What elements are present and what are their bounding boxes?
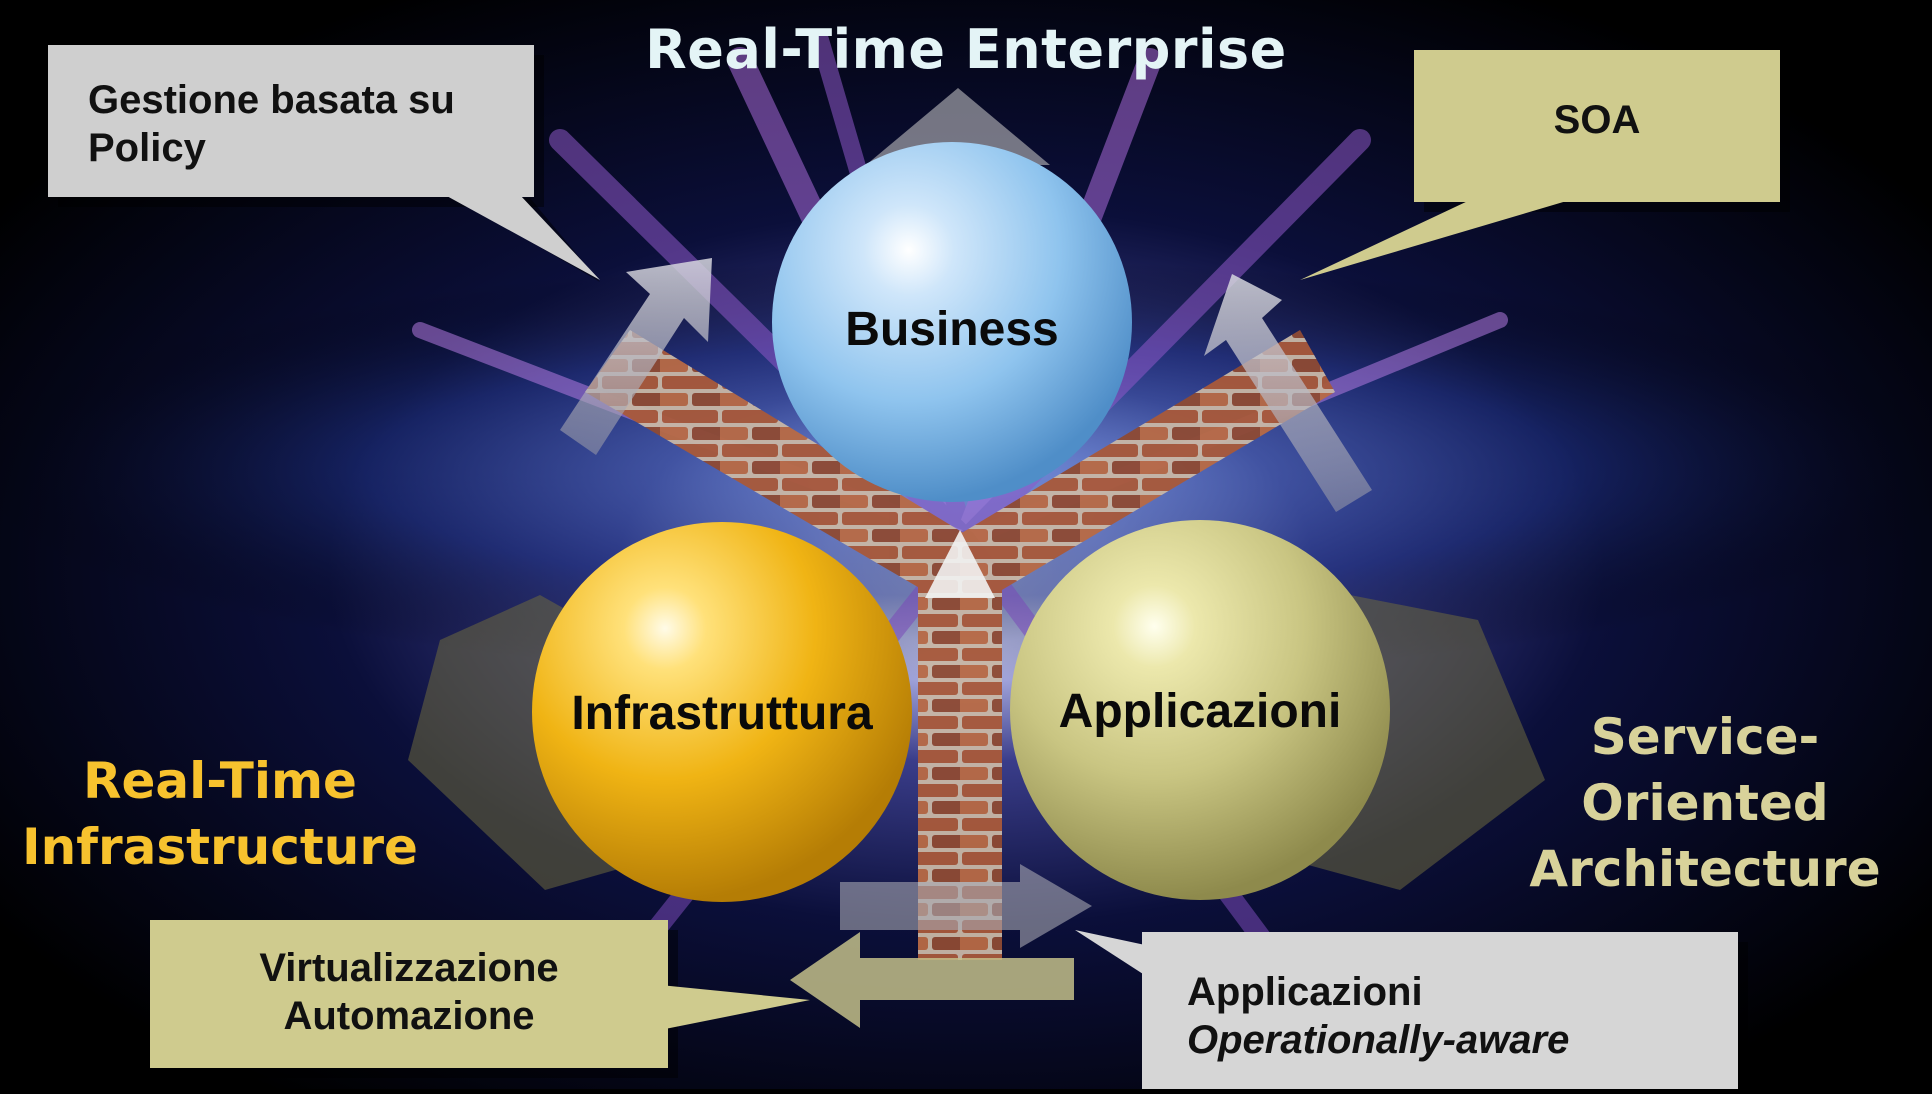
rti-label: Real-Time Infrastructure bbox=[22, 752, 418, 876]
diagram-title: Real-Time Enterprise bbox=[645, 18, 1287, 81]
infrastructure-label: Infrastruttura bbox=[571, 687, 873, 740]
callout-soa bbox=[1300, 50, 1790, 280]
brick-wall bbox=[585, 330, 1335, 960]
applications-label: Applicazioni bbox=[1058, 685, 1342, 738]
callout-policy-text: Gestione basata su Policy bbox=[88, 78, 455, 170]
arrow-right-bottom bbox=[840, 864, 1092, 948]
center-up-arrow bbox=[925, 530, 995, 598]
diagonal-arrow-right bbox=[1204, 274, 1372, 512]
callout-soa-text: SOA bbox=[1553, 98, 1641, 142]
callout-virtualization bbox=[150, 920, 810, 1078]
business-sphere bbox=[772, 142, 1132, 502]
callout-applications-line2: Operationally-aware bbox=[1187, 1018, 1570, 1062]
soa-full-label: Service- Oriented Architecture bbox=[1529, 708, 1881, 898]
applications-sphere bbox=[1010, 520, 1390, 900]
business-label: Business bbox=[845, 303, 1059, 356]
diagonal-arrow-left bbox=[560, 258, 712, 455]
callout-policy bbox=[48, 45, 600, 282]
callout-applications bbox=[1075, 930, 1748, 1092]
arrow-left-bottom bbox=[790, 932, 1074, 1028]
callout-virtualization-text: Virtualizzazione Automazione bbox=[259, 946, 559, 1038]
infrastructure-sphere bbox=[532, 522, 912, 902]
callout-applications-line1: Applicazioni bbox=[1187, 970, 1423, 1014]
